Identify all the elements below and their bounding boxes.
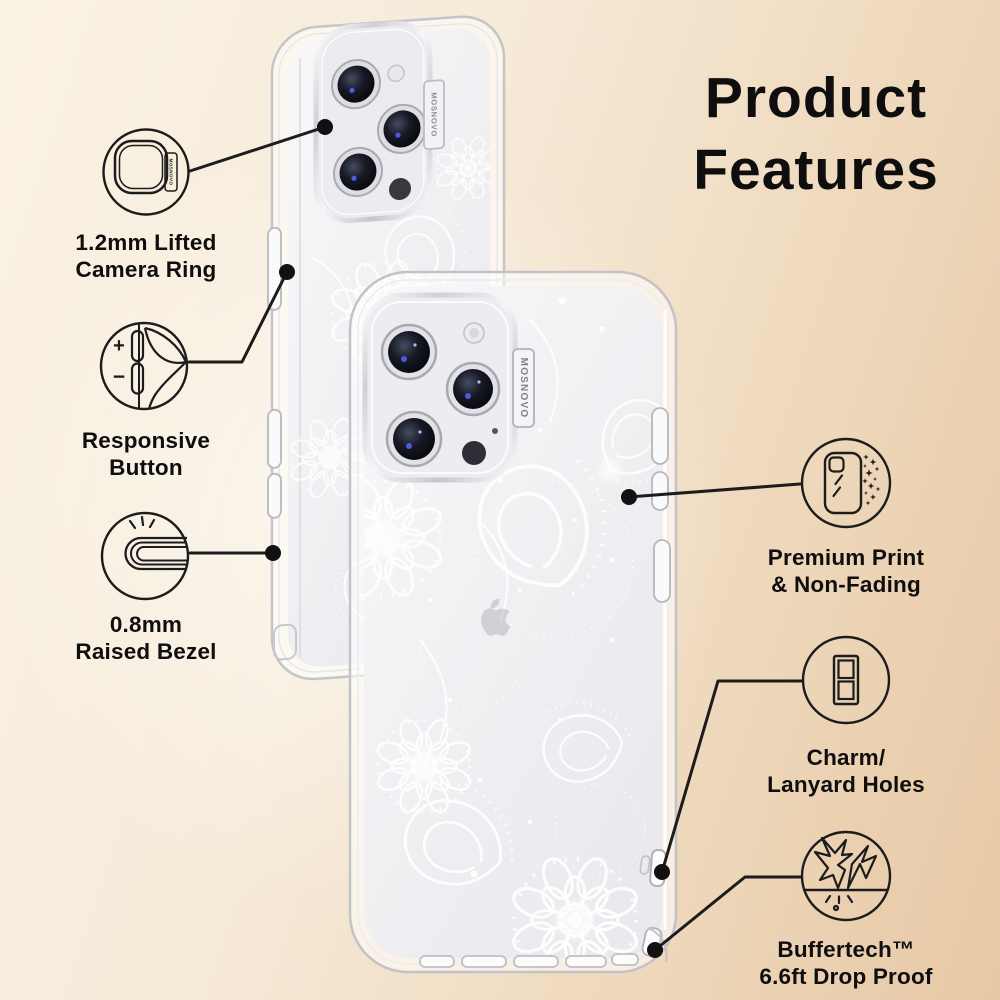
page-title-line2: Features — [693, 138, 939, 202]
impact-burst-small — [846, 844, 878, 890]
drop-proof-label: Buffertech™ 6.6ft Drop Proof — [716, 936, 976, 990]
callout-dot — [647, 942, 663, 958]
side-button — [651, 471, 669, 511]
leader-lines — [187, 125, 803, 952]
camera-lens — [385, 410, 443, 468]
camera-lens — [331, 59, 381, 110]
camera-lens — [445, 361, 501, 417]
leader-drop-proof — [653, 875, 802, 952]
front-case-inner-line — [357, 279, 669, 965]
leader-lanyard-holes — [660, 679, 803, 874]
responsive-button-icon: + − — [99, 321, 189, 411]
label-line: & Non-Fading — [771, 572, 921, 597]
premium-print-label: Premium Print & Non-Fading — [716, 544, 976, 598]
pattern-dots — [427, 427, 615, 878]
label-line: Responsive — [81, 428, 211, 453]
front-camera-module-inner — [371, 301, 509, 474]
lanyard-hole — [639, 855, 651, 875]
minus-glyph: − — [113, 366, 125, 389]
label-line: Premium Print — [767, 545, 925, 570]
label-line: 6.6ft Drop Proof — [759, 964, 933, 989]
camera-ring-label: 1.2mm Lifted Camera Ring — [16, 229, 276, 283]
callout-dot — [265, 545, 281, 561]
callout-dot — [654, 864, 670, 880]
power-button — [653, 539, 671, 603]
apple-logo — [481, 598, 511, 636]
side-button — [267, 472, 282, 519]
plus-glyph: + — [113, 335, 125, 357]
callout-dots — [265, 119, 670, 958]
sparkle-stars — [862, 454, 881, 506]
front-paisley-pattern — [364, 286, 662, 958]
label-line: 0.8mm — [109, 612, 183, 637]
front-brand-text: MOSNOVO — [518, 358, 529, 419]
callout-dot — [621, 489, 637, 505]
page-title: Product Features — [648, 62, 984, 206]
side-button — [267, 408, 282, 469]
camera-ring-icon: MOSNOVO — [102, 128, 190, 216]
back-brand-text: MOSNOVO — [430, 92, 439, 137]
front-camera-lenses — [380, 322, 501, 468]
responsive-button-label: Responsive Button — [16, 427, 276, 481]
lanyard-holes-icon — [801, 635, 891, 725]
back-corner-bumper — [273, 623, 297, 661]
lidar-sensor — [462, 441, 486, 465]
label-line: Camera Ring — [75, 257, 217, 282]
shock-marks — [824, 894, 854, 912]
lanyard-holes-label: Charm/ Lanyard Holes — [716, 744, 976, 798]
camera-lens — [333, 146, 383, 198]
label-line: 1.2mm Lifted — [75, 230, 217, 255]
front-phone-case: MOSNOVO — [348, 270, 678, 974]
page-title-line1: Product — [704, 66, 928, 130]
label-line: Button — [109, 455, 183, 480]
icon-brand-text: MOSNOVO — [169, 159, 174, 186]
raised-bezel-icon — [100, 511, 190, 601]
label-line: Lanyard Holes — [767, 772, 925, 797]
raised-bezel-label: 0.8mm Raised Bezel — [16, 611, 276, 665]
flash-inner — [469, 328, 479, 338]
leader-responsive-button — [187, 270, 289, 364]
back-camera-lenses — [331, 59, 427, 201]
flash — [387, 64, 405, 83]
front-brand-tab — [512, 348, 535, 428]
lidar-sensor — [389, 178, 411, 201]
leader-camera-ring — [188, 125, 327, 173]
drop-proof-icon — [800, 830, 892, 922]
callout-dot — [317, 119, 333, 135]
leader-premium-print — [627, 482, 802, 499]
mic-hole — [492, 428, 498, 434]
label-line: Buffertech™ — [777, 937, 915, 962]
impact-burst — [813, 836, 854, 890]
premium-print-icon — [800, 437, 892, 529]
label-line: Charm/ — [806, 745, 886, 770]
camera-lens — [377, 103, 427, 154]
bottom-edge-cutouts — [419, 953, 639, 968]
label-line: Raised Bezel — [75, 639, 217, 664]
side-button — [651, 407, 669, 465]
camera-lens — [380, 323, 438, 381]
callout-dot — [279, 264, 295, 280]
front-side-buttons — [651, 407, 671, 603]
back-brand-tab — [423, 79, 445, 151]
impact-ticks — [128, 515, 156, 530]
